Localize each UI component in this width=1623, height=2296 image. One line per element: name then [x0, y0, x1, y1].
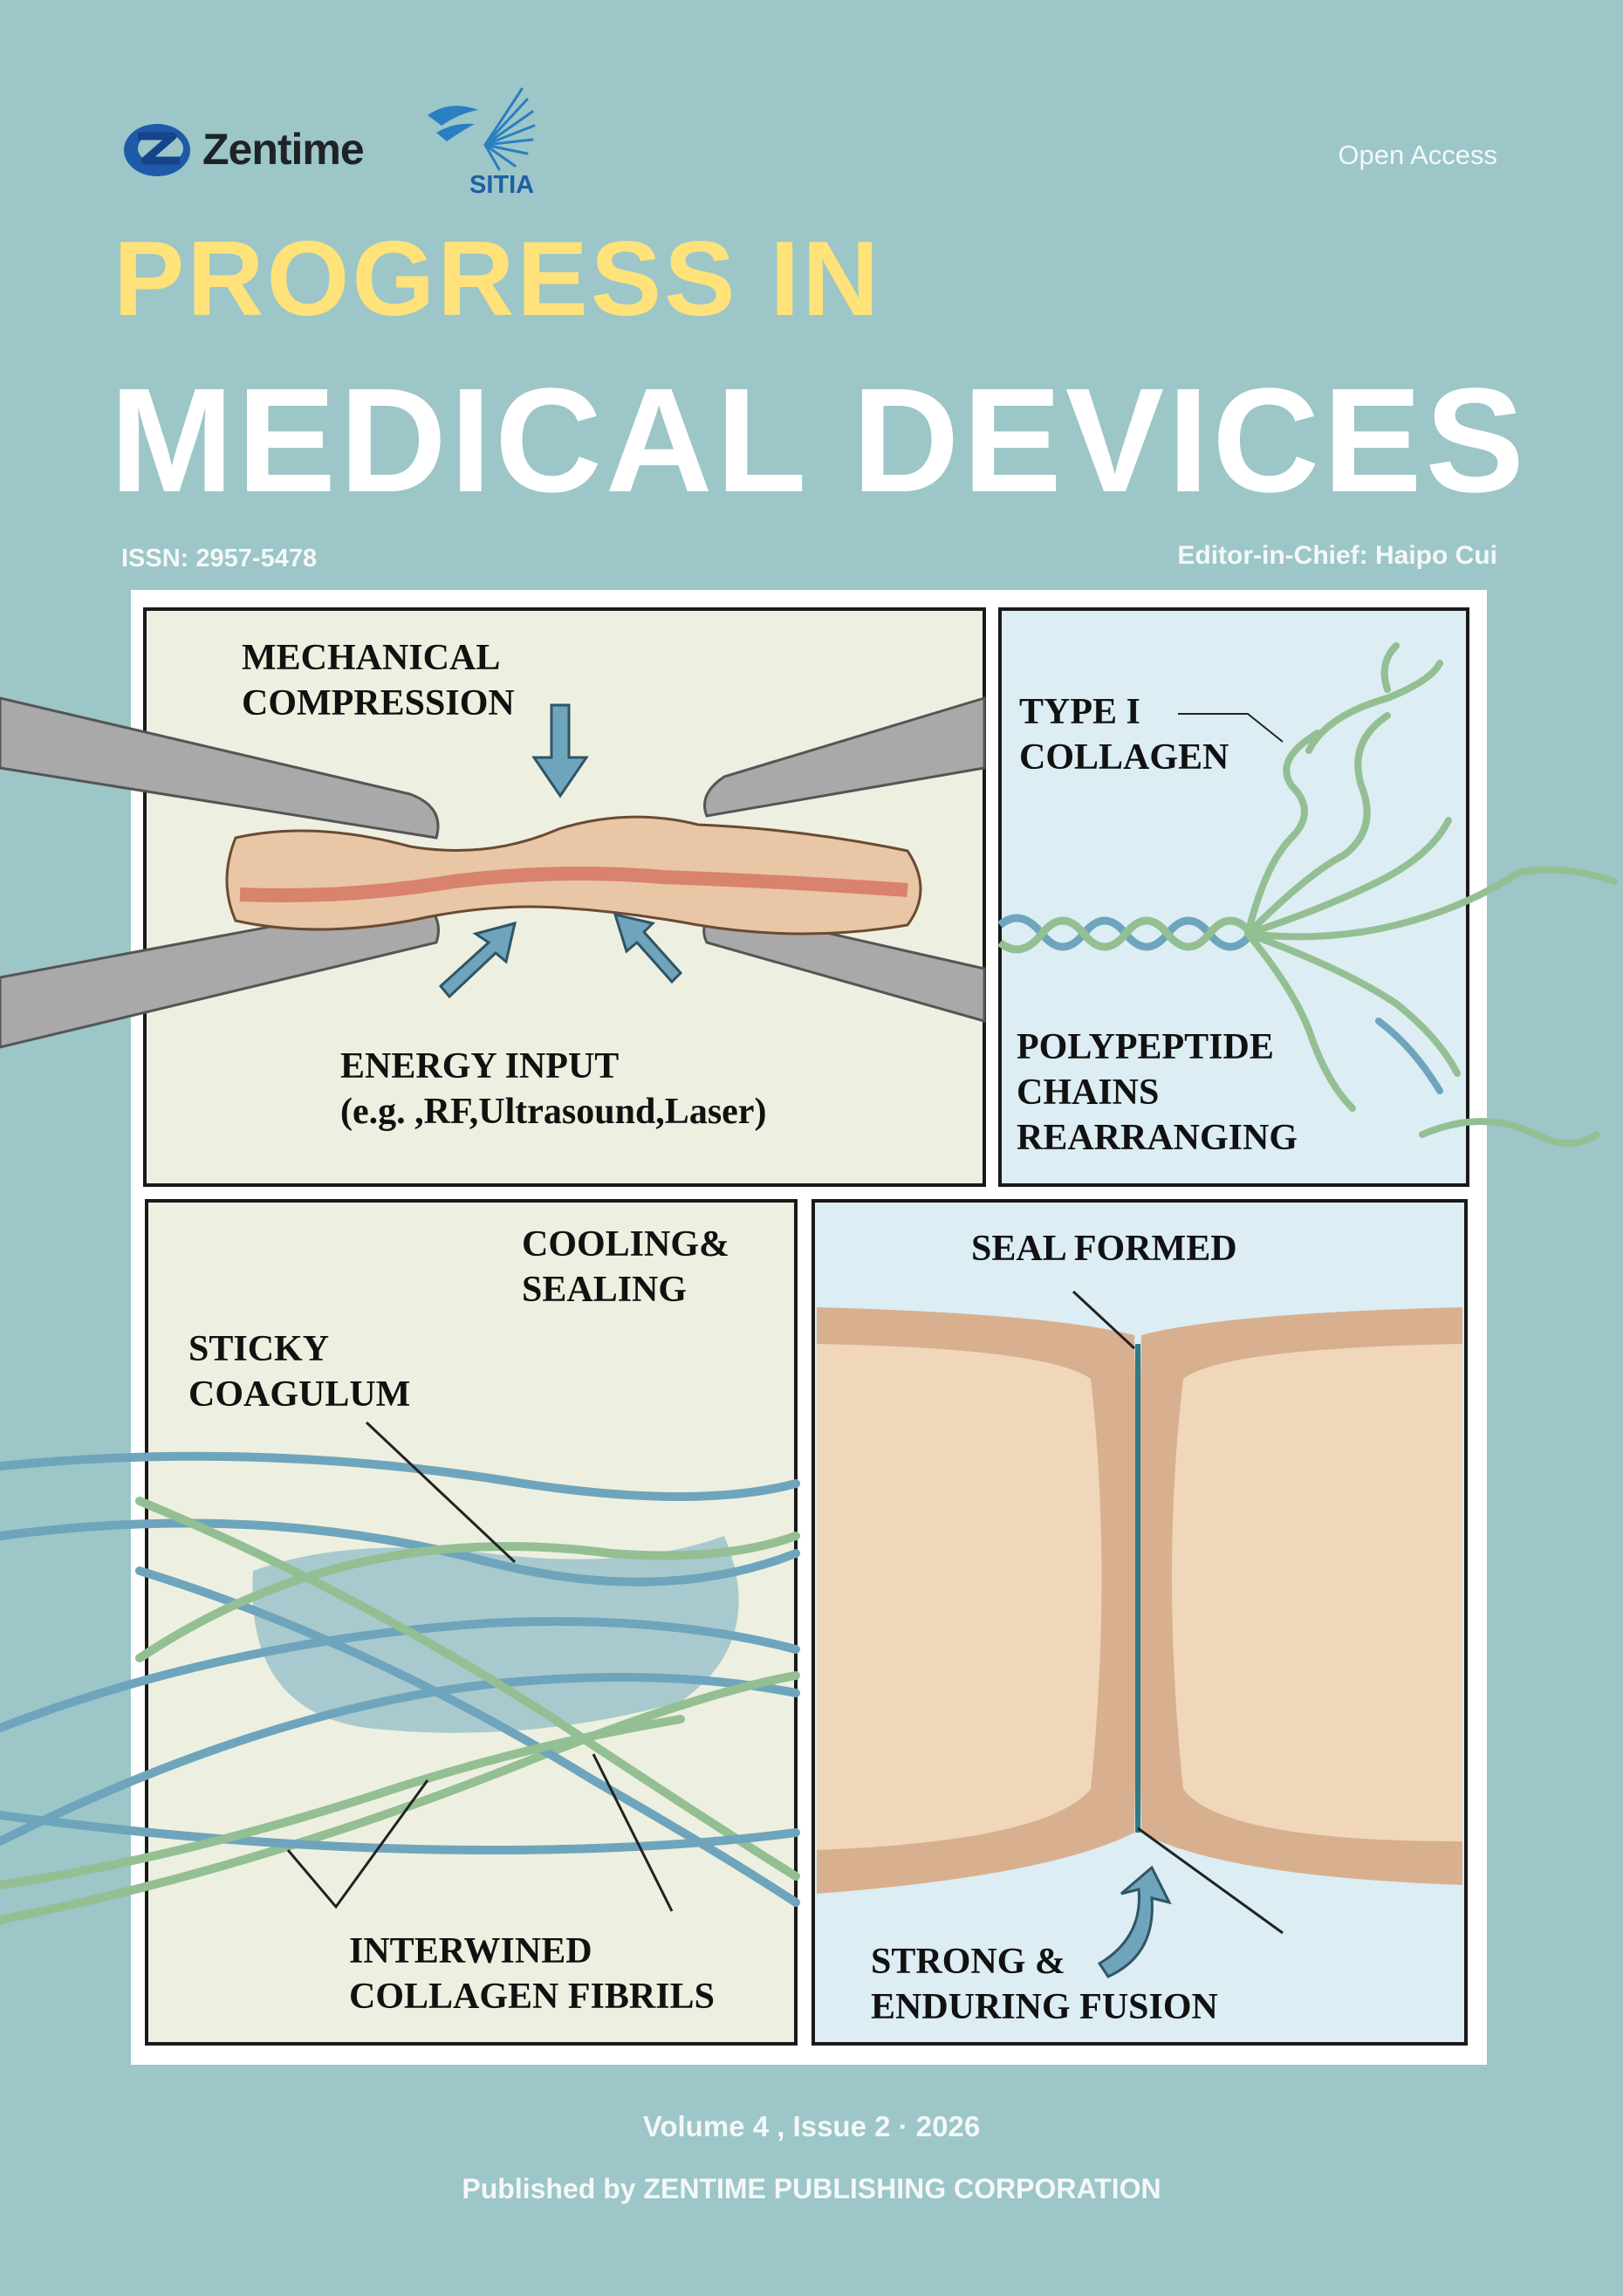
volume-issue-label: Volume 4 , Issue 2 · 2026 — [642, 2110, 981, 2142]
energy-arrow-left-icon — [438, 921, 517, 999]
zentime-logo: Zentime — [119, 115, 380, 185]
collagen-helix-strand-1 — [997, 914, 1255, 951]
sitia-emblem-icon — [428, 87, 536, 171]
compression-arrow-icon — [531, 703, 589, 798]
label-type-i-collagen: TYPE I COLLAGEN — [1019, 692, 1229, 778]
sitia-wordmark: SITIA — [469, 171, 535, 199]
zentime-wordmark: Zentime — [202, 125, 365, 174]
collagen-fibrils — [0, 1451, 800, 1924]
editor-in-chief-label: Editor-in-Chief: Haipo Cui — [1177, 541, 1497, 570]
coagulum-blob — [252, 1536, 739, 1733]
tissue-segment — [225, 815, 922, 936]
label-seal-formed: SEAL FORMED — [971, 1229, 1237, 1269]
forceps-jaw-bottom-left — [0, 897, 440, 1049]
open-access-label: Open Access — [1338, 140, 1497, 170]
forceps-jaw-top-right — [703, 696, 986, 818]
journal-title-line2: MEDICAL DEVICES — [110, 358, 1528, 524]
tissue-left-wall — [817, 1307, 1137, 1894]
panel-seal-formed — [812, 1199, 1468, 2046]
sitia-logo: SITIA — [424, 84, 546, 206]
polypeptide-chains — [1244, 642, 1618, 1147]
label-interwined-fibrils: INTERWINED COLLAGEN FIBRILS — [349, 1931, 715, 2017]
label-sticky-coagulum: STICKY COAGULUM — [188, 1329, 411, 1415]
tissue-right-wall — [1139, 1307, 1462, 1885]
label-mechanical-compression: MECHANICAL COMPRESSION — [242, 638, 515, 723]
label-cooling-sealing: COOLING& SEALING — [522, 1224, 730, 1310]
zentime-emblem-icon — [124, 124, 190, 176]
collagen-helix-strand-2 — [997, 916, 1255, 954]
label-polypeptide-chains: POLYPEPTIDE CHAINS REARRANGING — [1017, 1027, 1298, 1158]
issn-label: ISSN: 2957-5478 — [121, 545, 318, 572]
journal-title-line1: PROGRESS IN — [113, 219, 882, 338]
forceps-jaw-bottom-right — [702, 906, 986, 1023]
label-strong-fusion: STRONG & ENDURING FUSION — [871, 1942, 1218, 2027]
publisher-label: Published by ZENTIME PUBLISHING CORPORAT… — [462, 2173, 1161, 2204]
energy-arrow-right-icon — [613, 912, 683, 984]
label-energy-input: ENERGY INPUT (e.g. ,RF,Ultrasound,Laser) — [340, 1046, 767, 1132]
